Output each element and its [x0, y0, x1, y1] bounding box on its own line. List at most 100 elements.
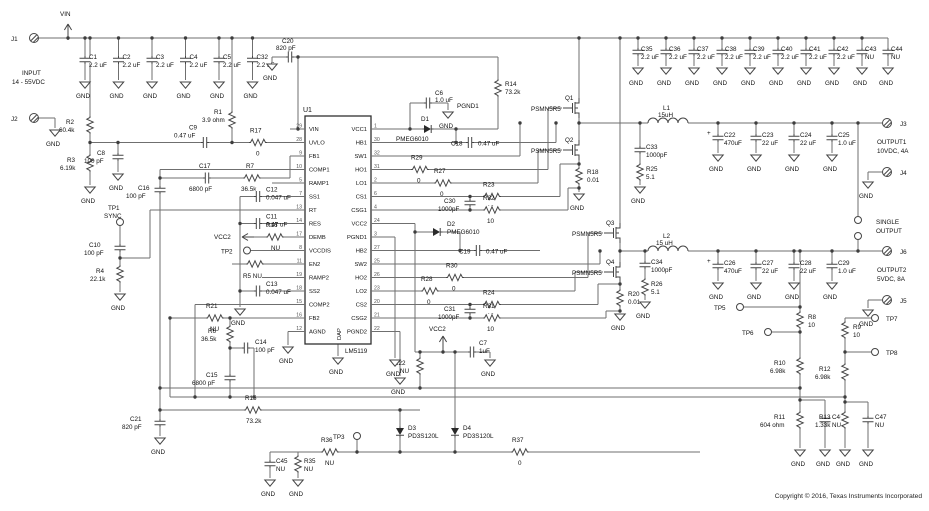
- svg-text:GND: GND: [836, 461, 850, 468]
- svg-text:J3: J3: [900, 121, 907, 128]
- svg-text:GND: GND: [210, 93, 224, 100]
- svg-text:10VDC, 4A: 10VDC, 4A: [877, 148, 909, 155]
- svg-text:UVLO: UVLO: [309, 141, 325, 147]
- svg-text:NU: NU: [304, 466, 314, 473]
- svg-text:R3: R3: [67, 157, 76, 164]
- svg-text:0: 0: [452, 286, 456, 293]
- svg-text:10: 10: [487, 326, 495, 333]
- part-TP3: TP3: [333, 432, 361, 441]
- svg-text:TP2: TP2: [221, 249, 233, 256]
- svg-text:GND: GND: [386, 371, 400, 378]
- svg-text:2.2 uF: 2.2 uF: [809, 54, 827, 61]
- svg-text:VCC2: VCC2: [352, 222, 367, 228]
- part-gnd: GND: [81, 186, 96, 205]
- svg-text:Q4: Q4: [606, 259, 615, 266]
- svg-text:29: 29: [296, 124, 302, 130]
- svg-text:C15: C15: [206, 372, 218, 379]
- svg-text:6.19k: 6.19k: [60, 165, 76, 172]
- svg-text:HB1: HB1: [356, 141, 367, 147]
- part-gnd: GND: [151, 437, 166, 456]
- svg-text:470uF: 470uF: [724, 268, 742, 275]
- part-gnd: GND: [859, 309, 874, 328]
- svg-text:3.9 ohm: 3.9 ohm: [202, 117, 225, 124]
- copyright-note: Copyright © 2016, Texas Instruments Inco…: [775, 492, 923, 500]
- svg-text:0.47 uF: 0.47 uF: [486, 249, 508, 256]
- svg-text:C27: C27: [762, 260, 774, 267]
- svg-text:100 pF: 100 pF: [255, 347, 275, 354]
- svg-text:CSG2: CSG2: [351, 316, 367, 322]
- svg-text:C26: C26: [724, 260, 736, 267]
- svg-text:15 uH: 15 uH: [656, 240, 673, 247]
- svg-text:PGND1: PGND1: [347, 235, 367, 241]
- svg-text:VIN: VIN: [309, 127, 319, 133]
- svg-text:PGND1: PGND1: [457, 103, 479, 110]
- svg-text:C39: C39: [753, 46, 765, 53]
- svg-text:R11: R11: [774, 414, 786, 421]
- svg-text:GND: GND: [785, 294, 799, 301]
- svg-text:R10: R10: [774, 360, 786, 367]
- svg-text:PSMN5R5: PSMN5R5: [531, 148, 561, 155]
- svg-text:GND: GND: [481, 371, 495, 378]
- part-gnd: GND: [386, 359, 401, 378]
- svg-text:C11: C11: [266, 214, 278, 221]
- svg-text:SW2: SW2: [354, 262, 367, 268]
- svg-text:GND: GND: [825, 80, 839, 87]
- svg-text:100 pF: 100 pF: [84, 250, 104, 257]
- svg-text:J4: J4: [900, 170, 907, 177]
- svg-text:C1: C1: [89, 54, 98, 61]
- svg-text:CS2: CS2: [356, 303, 367, 309]
- svg-text:1000pF: 1000pF: [651, 267, 673, 274]
- part-R1: R13.9 ohm: [202, 109, 237, 130]
- svg-text:2: 2: [374, 178, 377, 184]
- svg-text:C25: C25: [838, 132, 850, 139]
- part-gnd: GND: [791, 449, 806, 468]
- svg-text:OUTPUT: OUTPUT: [876, 228, 902, 235]
- svg-text:10: 10: [487, 218, 495, 225]
- svg-text:9: 9: [299, 151, 302, 157]
- svg-text:J6: J6: [900, 249, 907, 256]
- svg-text:EN2: EN2: [309, 262, 320, 268]
- svg-text:73.2k: 73.2k: [246, 418, 262, 425]
- part-gnd: GND: [741, 67, 756, 87]
- svg-text:GND: GND: [279, 358, 293, 365]
- svg-text:C10: C10: [89, 242, 101, 249]
- svg-text:NU: NU: [325, 460, 335, 467]
- svg-text:LO2: LO2: [356, 289, 367, 295]
- svg-text:J1: J1: [11, 36, 18, 43]
- svg-text:PMEG6010: PMEG6010: [447, 229, 480, 236]
- svg-text:OUTPUT2: OUTPUT2: [877, 267, 907, 274]
- svg-text:GND: GND: [439, 123, 453, 130]
- svg-text:RAMP1: RAMP1: [309, 181, 329, 187]
- svg-text:Q3: Q3: [606, 220, 615, 227]
- svg-text:TP7: TP7: [886, 316, 898, 323]
- svg-text:5.1: 5.1: [646, 174, 655, 181]
- part-gnd: GND: [797, 67, 812, 87]
- svg-text:C42: C42: [837, 46, 849, 53]
- svg-text:GND: GND: [797, 80, 811, 87]
- svg-text:R6: R6: [208, 328, 217, 335]
- svg-text:GND: GND: [879, 80, 893, 87]
- svg-text:R13: R13: [819, 414, 831, 421]
- svg-text:GND: GND: [631, 198, 645, 205]
- svg-text:R21: R21: [206, 303, 218, 310]
- svg-text:PD3S120L: PD3S120L: [463, 433, 494, 440]
- svg-text:CSG1: CSG1: [351, 208, 367, 214]
- svg-text:C24: C24: [800, 132, 812, 139]
- svg-text:VCC2: VCC2: [214, 234, 231, 241]
- svg-text:R23: R23: [483, 182, 495, 189]
- svg-text:0.01: 0.01: [587, 177, 600, 184]
- svg-text:C14: C14: [255, 339, 267, 346]
- svg-text:C4: C4: [190, 54, 199, 61]
- svg-text:C35: C35: [641, 46, 653, 53]
- part-gnd: GND: [636, 301, 651, 320]
- svg-text:5.1: 5.1: [651, 289, 660, 296]
